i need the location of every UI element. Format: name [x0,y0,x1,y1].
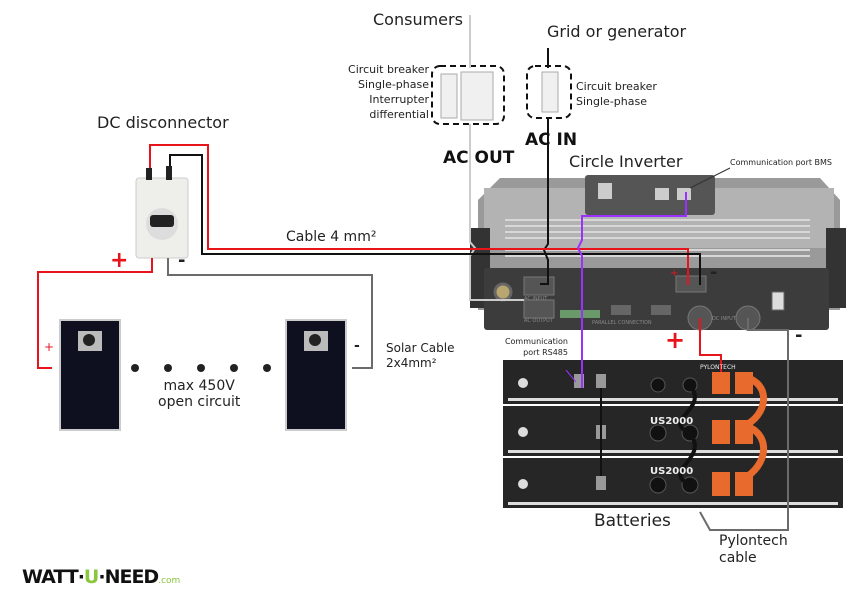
pylontech-cable-label: Pylontech cable [719,533,788,566]
battery-positive-wire [699,318,722,372]
power-switch [771,291,785,311]
battery-3-button [518,479,528,489]
battery-1-button [518,378,528,388]
batteries-label: Batteries [594,511,671,531]
dc-negative-wire [169,154,701,285]
inverter [470,175,846,331]
inverter-side-right [826,228,846,308]
link-port-1 [596,374,606,388]
battery-2 [503,406,843,456]
consumers-breaker-text: Circuit breaker Single-phase Interrupter… [348,63,429,121]
ac-out-wire [469,124,524,301]
rj45-port-1 [655,188,669,200]
battery-3-pos2-terminal [735,472,753,496]
dc-input-text: DC INPUT [712,316,736,322]
cable-gland [493,282,513,302]
consumers-breaker-2 [460,71,494,121]
grille-lines [505,219,810,257]
bms-pointer [689,167,731,189]
solar-cable-label: Solar Cable 2x4mm² [386,341,455,370]
battery-stack [503,360,843,508]
parallel-port-2 [651,305,671,315]
battery-2-button [518,427,528,437]
grid-breaker-text: Circuit breaker Single-phase [576,80,657,108]
parallel-port-1 [611,305,631,315]
battery-3-model: US2000 [650,466,694,477]
battery-1-pos-terminal [712,372,730,394]
consumers-label: Consumers [373,10,463,29]
rs485-pointer [565,369,577,383]
ac-output-terminal [523,299,555,319]
panel-plus-sign: + [44,340,55,354]
watt-u-need-logo: WATT·U·NEED.com [22,566,181,588]
battery-3-pos-terminal [712,472,730,496]
inverter-minus-sign: - [710,262,718,283]
battery-brand: PYLONTECH [700,364,736,371]
grid-breaker [541,71,559,113]
cable-4mm-label: Cable 4 mm² [286,229,377,245]
comm-bms-label: Communication port BMS [730,158,833,167]
ac-out-label: AC OUT [443,148,515,168]
battery-negative-wire [699,318,789,531]
consumers-breaker-box [431,65,505,125]
orange-bridge-1 [739,372,767,427]
parallel-text: PARALLEL CONNECTION [592,320,652,326]
solar-positive-wire [37,258,153,369]
solar-negative-wire [167,258,373,369]
ac-input-terminal [523,276,555,296]
battery-2-pos-terminal [712,420,730,444]
dc-plus-sign: + [110,248,129,273]
battery-minus-sign: - [795,325,803,346]
orange-bridge-2 [739,420,767,479]
solar-panel-right [285,319,347,431]
link-port-3 [596,476,606,490]
ac-output-text: AC OUTPUT [524,318,553,324]
ac-in-label: AC IN [525,130,578,150]
dc-disconnector-label: DC disconnector [97,113,229,132]
panel-minus-sign: - [354,338,360,354]
inverter-label: Circle Inverter [569,152,683,171]
inverter-plus-sign: + [670,268,679,279]
ac-input-text: AC INPUT [524,296,548,302]
comm-rs485-label: Communication port RS485 [504,337,568,357]
consumers-breaker-1 [440,73,458,119]
black-bridge-2 [678,431,697,487]
rj45-port-bms [677,188,691,200]
dc-disconnector-device [135,166,189,259]
solar-panel-left [59,319,121,431]
black-bridge-1 [678,383,697,435]
dc-battery-terminal [675,275,707,293]
inverter-comm-panel [585,175,715,215]
series-dots [131,364,271,372]
battery-2-model: US2000 [650,416,694,427]
battery-1 [503,360,843,404]
battery-3 [503,458,843,508]
bms-comm-wire [576,192,687,388]
max-voltage-label: max 450V open circuit [158,378,241,410]
rs485-port [574,374,584,388]
battery-plus-sign: + [665,326,686,354]
parallel-terminal [560,310,600,318]
dc-minus-sign: - [178,250,186,271]
dip-switch [598,183,612,199]
grid-label: Grid or generator [547,22,687,41]
